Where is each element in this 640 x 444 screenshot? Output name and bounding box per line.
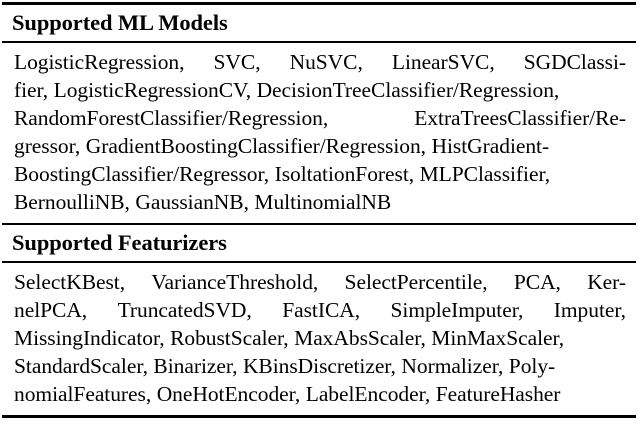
body-line-chunk: SelectKBest, xyxy=(14,270,126,294)
spacer xyxy=(0,216,640,223)
body-line-chunk: SimpleImputer, xyxy=(390,298,524,322)
table-top-rule xyxy=(2,2,636,5)
table-midrule-after-featurizers-header xyxy=(2,261,636,263)
table-midrule-after-ml-models-header xyxy=(2,41,636,43)
body-line-chunk: FastICA, xyxy=(282,298,361,322)
section-header-featurizers: Supported Featurizers xyxy=(12,230,227,255)
section-body-featurizers: SelectKBest, VarianceThreshold, SelectPerc… xyxy=(0,268,640,408)
body-line-chunk: Ker- xyxy=(587,270,626,294)
body-line-chunk: SelectPercentile, xyxy=(344,270,488,294)
body-line-chunk: VarianceThreshold, xyxy=(151,270,319,294)
body-line-chunk: nelPCA, xyxy=(14,298,88,322)
body-line-chunk: ExtraTreesClassifier/Re- xyxy=(414,106,626,130)
body-line: MissingIndicator, RobustScaler, MaxAbsSc… xyxy=(14,326,565,350)
body-line: gressor, GradientBoostingClassifier/Regr… xyxy=(14,134,550,158)
section-header-ml-models: Supported ML Models xyxy=(12,10,228,35)
body-line-chunk: SVC, xyxy=(213,50,261,74)
table-bottom-rule xyxy=(2,415,636,418)
body-line-chunk: SGDClassi- xyxy=(523,50,626,74)
body-line: SelectKBest, VarianceThreshold, SelectPerc… xyxy=(14,268,626,296)
spacer xyxy=(0,408,640,415)
section-body-ml-models: LogisticRegression, SVC, NuSVC, LinearSVC, S… xyxy=(0,48,640,216)
body-line-chunk: LinearSVC, xyxy=(391,50,495,74)
body-line: nelPCA, TruncatedSVD, FastICA, SimpleImpute… xyxy=(14,296,626,324)
body-line: LogisticRegression, SVC, NuSVC, LinearSVC, S… xyxy=(14,48,626,76)
body-line-chunk: PCA, xyxy=(513,270,561,294)
table-midrule-between-sections xyxy=(2,223,636,225)
body-line-chunk: NuSVC, xyxy=(289,50,363,74)
body-line: StandardScaler, Binarizer, KBinsDiscreti… xyxy=(14,354,556,378)
body-line-chunk: Imputer, xyxy=(553,298,626,322)
body-line: BoostingClassifier/Regressor, Isoltation… xyxy=(14,162,551,186)
body-line-chunk: RandomForestClassifier/Regression, xyxy=(14,106,329,130)
body-line: RandomForestClassifier/Regression, ExtraT… xyxy=(14,104,626,132)
body-line: nomialFeatures, OneHotEncoder, LabelEnco… xyxy=(14,382,561,406)
body-line-chunk: LogisticRegression, xyxy=(14,50,185,74)
body-line-chunk: TruncatedSVD, xyxy=(117,298,252,322)
body-line: fier, LogisticRegressionCV, DecisionTree… xyxy=(14,78,560,102)
body-line: BernoulliNB, GaussianNB, MultinomialNB xyxy=(14,190,392,214)
